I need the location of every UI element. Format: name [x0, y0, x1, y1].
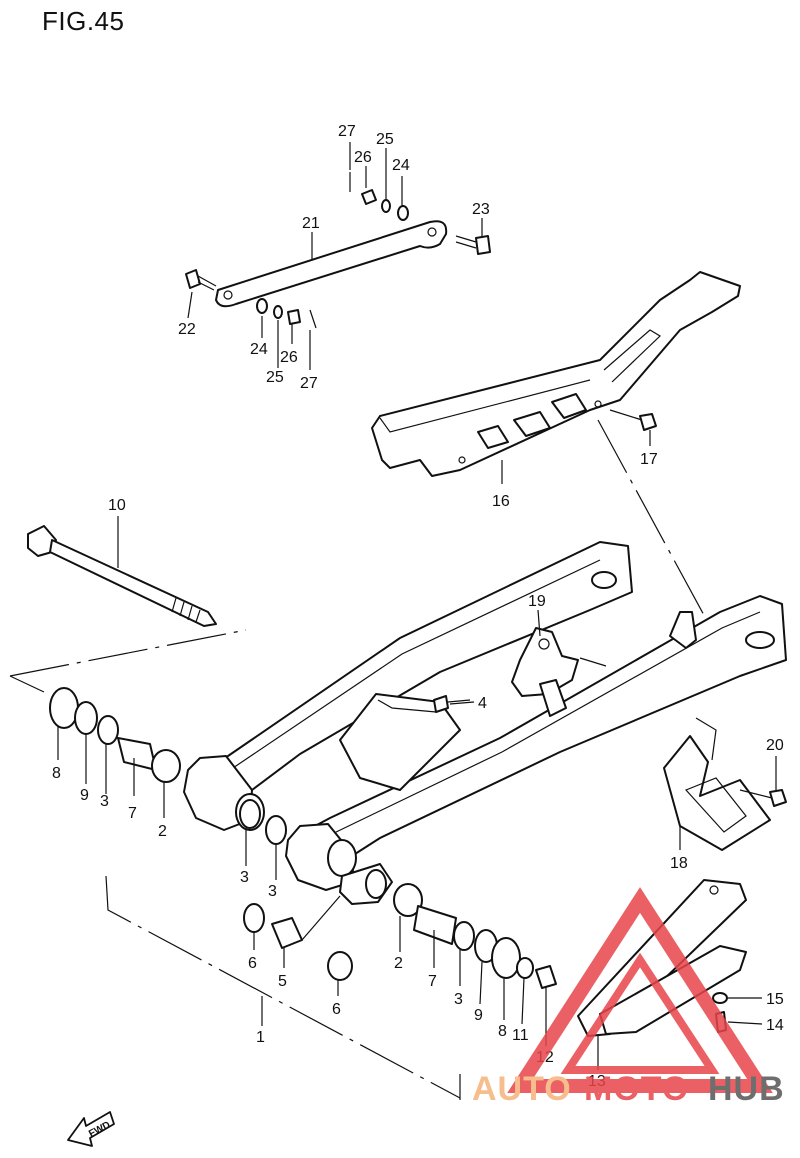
- label-24-bottom: 24: [250, 341, 268, 358]
- chain-guide-18: [663, 717, 771, 851]
- bearings-6-5: [243, 903, 353, 981]
- label-22: 22: [178, 321, 196, 338]
- label-4: 4: [478, 695, 487, 712]
- pivot-parts-left: [49, 687, 181, 783]
- label-21: 21: [302, 215, 320, 232]
- watermark-logo: AUTO MOTO HUB: [472, 887, 785, 1108]
- bearing-centerline: [301, 895, 341, 941]
- label-27-top: 27: [338, 123, 356, 140]
- label-10: 10: [108, 497, 126, 514]
- label-23: 23: [472, 201, 490, 218]
- hardware-top: [349, 172, 409, 221]
- shaft-centerline-b: [9, 675, 45, 693]
- pivot-parts-right: [393, 883, 557, 989]
- label-19: 19: [528, 593, 546, 610]
- label-9-right: 9: [474, 1007, 483, 1024]
- fwd-arrow: FWD: [67, 1111, 115, 1147]
- figure-title: FIG.45: [42, 6, 125, 36]
- screw-4: [433, 695, 471, 713]
- label-16: 16: [492, 493, 510, 510]
- torque-rod-21: [215, 220, 448, 308]
- label-20: 20: [766, 737, 784, 754]
- swingarm-assembly-bracket: [105, 875, 461, 1099]
- bolt-20: [739, 789, 787, 807]
- label-3-pivot-b: 3: [268, 883, 277, 900]
- label-25-bottom: 25: [266, 369, 284, 386]
- label-9-left: 9: [80, 787, 89, 804]
- label-3-left: 3: [100, 793, 109, 810]
- bracket-leader: [579, 657, 607, 667]
- shaft-centerline: [9, 629, 247, 677]
- label-3-right: 3: [454, 991, 463, 1008]
- watermark-text-3: HUB: [708, 1070, 785, 1108]
- bracket-19: [511, 627, 579, 717]
- label-3-pivot-a: 3: [240, 869, 249, 886]
- label-2-left: 2: [158, 823, 167, 840]
- label-25-top: 25: [376, 131, 394, 148]
- bolt-22: [185, 269, 217, 291]
- label-11: 11: [512, 1027, 529, 1044]
- chain-case-centerline: [597, 419, 713, 631]
- watermark-text-2: MOTO: [584, 1070, 689, 1108]
- label-1: 1: [256, 1029, 265, 1046]
- label-6-a: 6: [248, 955, 257, 972]
- label-18: 18: [670, 855, 688, 872]
- label-15: 15: [766, 991, 784, 1008]
- label-7-left: 7: [128, 805, 137, 822]
- label-5: 5: [278, 973, 287, 990]
- chain-case-16: [371, 271, 741, 477]
- label-2-right: 2: [394, 955, 403, 972]
- label-14: 14: [766, 1017, 784, 1034]
- watermark-text-1: AUTO: [472, 1070, 572, 1108]
- label-8-left: 8: [52, 765, 61, 782]
- label-24-top: 24: [392, 157, 410, 174]
- label-7-right: 7: [428, 973, 437, 990]
- chain-mount-tab: [669, 611, 697, 649]
- label-17: 17: [640, 451, 658, 468]
- pivot-shaft-10: [27, 525, 217, 627]
- label-8-right: 8: [498, 1023, 507, 1040]
- label-26-bottom: 26: [280, 349, 298, 366]
- label-27-bottom: 27: [300, 375, 318, 392]
- label-26-top: 26: [354, 149, 372, 166]
- swingarm-1: [183, 541, 787, 905]
- leader-lines: [57, 142, 777, 1070]
- bolt-23: [455, 235, 491, 255]
- bolt-17: [609, 409, 657, 431]
- label-6-b: 6: [332, 1001, 341, 1018]
- hardware-bottom: [256, 298, 317, 329]
